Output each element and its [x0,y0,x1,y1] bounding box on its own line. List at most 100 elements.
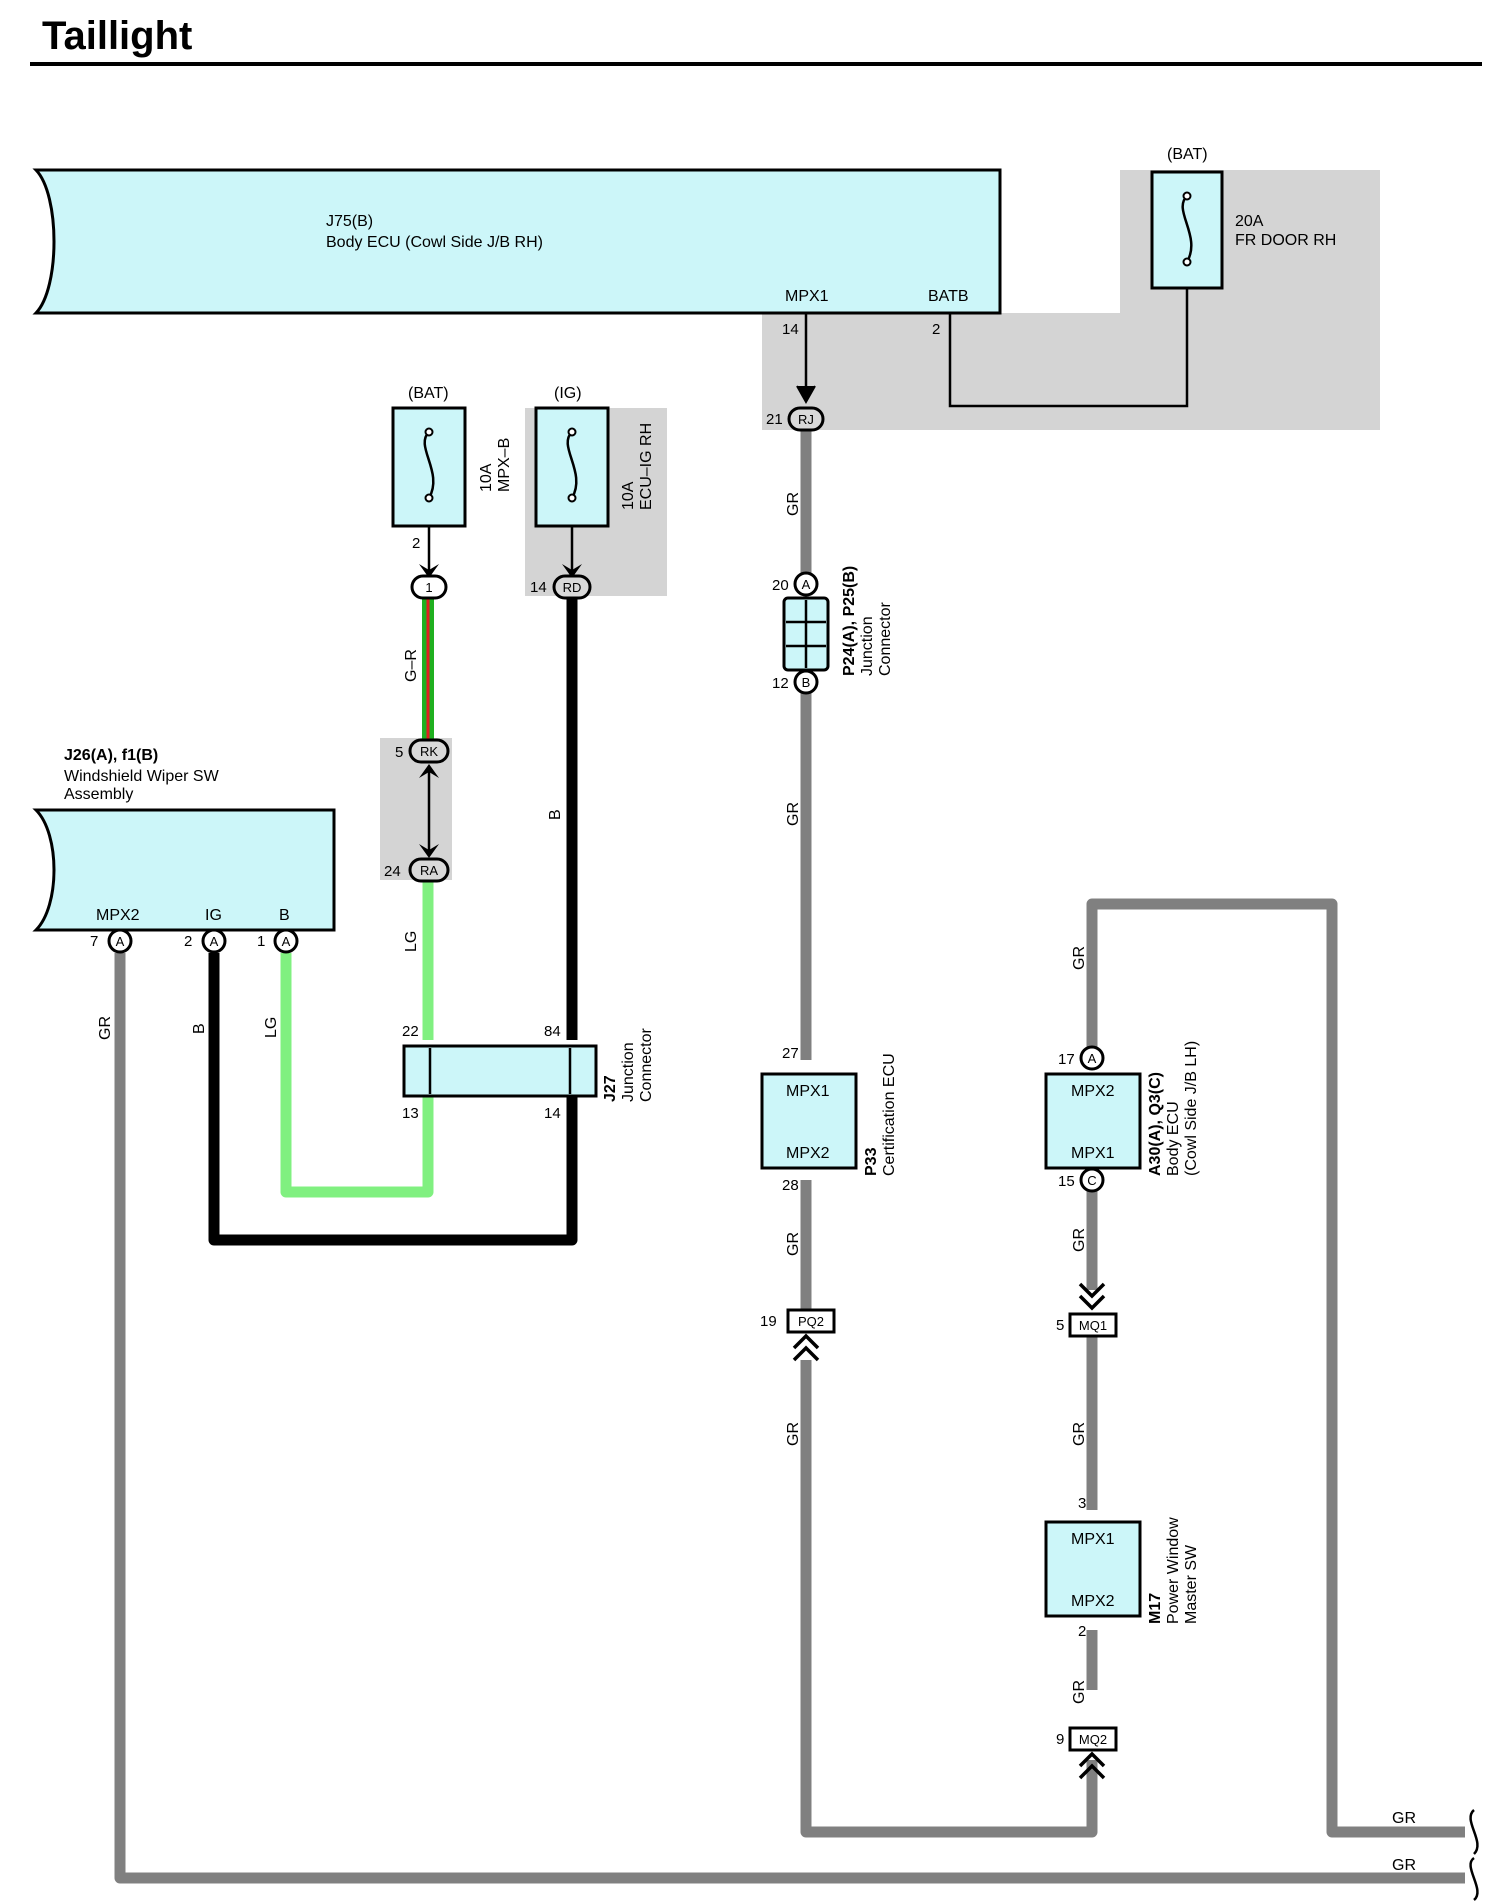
j26-conn-label: A [116,934,125,949]
wire-label-b: B [191,1023,208,1034]
wire-label-gr: GR [785,1422,802,1446]
wire-label-gr: GR [1071,946,1088,970]
wire-label-gr: GR [1071,1422,1088,1446]
connector-mq1 [1068,1312,1118,1338]
fuse-dot [1182,257,1192,267]
p24-pin-12: 12 [772,675,789,692]
connector-1-code: 1 [425,580,432,595]
fuse-dot [567,427,577,437]
p24-conn-b [793,669,819,695]
arrow-down [419,564,439,578]
wire-label-gr: GR [1071,1680,1088,1704]
mq1-pin: 5 [1056,1317,1064,1334]
a30-body-ecu [1044,1072,1142,1170]
connector-mq2 [1068,1726,1118,1752]
p33-top-pin: MPX1 [786,1083,830,1100]
m17-id: M17 [1147,1593,1164,1624]
a30-conn-a [1079,1045,1105,1071]
m17-name2: Master SW [1183,1544,1200,1624]
chevron-down-icon [1078,1282,1106,1311]
m17-bottom-pin: MPX2 [1071,1593,1115,1610]
connector-1 [410,574,448,600]
connector-pq2-code: PQ2 [798,1314,824,1329]
ecu-ig-fuse [534,406,610,528]
p24-grid [786,600,826,668]
p33-id: P33 [863,1147,880,1176]
chevron-up-icon [1078,1751,1106,1780]
fr-door-source: (BAT) [1167,146,1208,163]
title-rule [30,62,1482,66]
arrow-down [562,564,582,578]
j26-conn-label: A [210,934,219,949]
wire-label-gr: GR [1071,1228,1088,1252]
wire-label-gr: GR [1392,1810,1416,1827]
a30-top-pin: MPX2 [1071,1083,1115,1100]
p24-name2: Connector [877,602,894,676]
ecu-ig-fuse-element [566,431,578,499]
p33-pin-27: 27 [782,1045,799,1062]
j75-name: Body ECU (Cowl Side J/B RH) [326,234,543,251]
p24-name1: Junction [859,616,876,676]
connector-rj [787,406,825,432]
connector-rd [552,574,592,600]
wire-label-g-r: G–R [403,649,420,682]
j26-pin-1: 1 [257,933,265,950]
mpx-b-fuse [391,406,467,528]
mpx-b-source: (BAT) [408,385,449,402]
page-title: Taillight [42,14,193,58]
mpx-b-pin: 2 [412,535,420,552]
j75-pin-batb: BATB [928,288,969,305]
j26-id: J26(A), f1(B) [64,747,158,764]
wire-gr-a30-right [1086,898,1465,1838]
wire-label-lg: LG [263,1017,280,1038]
j27-pin-84: 84 [544,1023,561,1040]
pq2-pin: 19 [760,1313,777,1330]
j75-body-ecu [32,168,1002,315]
p24-conn-a-label: A [802,577,811,592]
m17-pin-3: 3 [1078,1495,1086,1512]
m17-power-window-master-sw [1044,1520,1142,1618]
j75-pin-2: 2 [932,321,940,338]
connector-rk [408,738,450,764]
m17-pin-2: 2 [1078,1623,1086,1640]
j27-pin-14: 14 [544,1105,561,1122]
p33-certification-ecu [760,1072,858,1170]
j27-pin-13: 13 [402,1105,419,1122]
p24-pin-20: 20 [772,577,789,594]
a30-pin-17: 17 [1058,1051,1075,1068]
connector-rd-code: RD [563,580,582,595]
arrow-down [419,844,439,858]
connector-ra [408,857,450,883]
fuse-dot [567,493,577,503]
ra-pin: 24 [384,863,401,880]
fr-door-rating: 20A [1235,213,1264,230]
wire-break-mark [1469,1856,1479,1901]
j27-inner-lines [428,1048,572,1094]
j27-name1: Junction [620,1042,637,1102]
rd-pin: 14 [530,579,547,596]
a30-conn-c-label: C [1087,1173,1096,1188]
a30-id: A30(A), Q3(C) [1147,1072,1164,1176]
m17-top-pin: MPX1 [1071,1531,1115,1548]
arrow-down [796,385,816,405]
wire-label-b: B [547,809,564,820]
a30-name2: (Cowl Side J/B LH) [1183,1041,1200,1176]
j26-pin-7: 7 [90,933,98,950]
mpx-b-rating: 10A [478,463,495,492]
p24-conn-a [793,571,819,597]
a30-conn-c [1079,1167,1105,1193]
j26-windshield-wiper-sw [32,808,336,932]
fuse-dot [424,427,434,437]
mpx-b-fuse-element [423,431,435,499]
connector-rk-code: RK [420,744,438,759]
mq2-pin: 9 [1056,1731,1064,1748]
shade-j75-region [762,170,1380,430]
p33-pin-28: 28 [782,1177,799,1194]
ecu-ig-name: ECU–IG RH [638,423,655,510]
connector-rj-code: RJ [798,412,814,427]
wire-label-lg: LG [403,931,420,952]
p24-conn-b-label: B [802,675,811,690]
j27-junction-connector [402,1044,598,1098]
rj-pin: 21 [766,411,783,428]
